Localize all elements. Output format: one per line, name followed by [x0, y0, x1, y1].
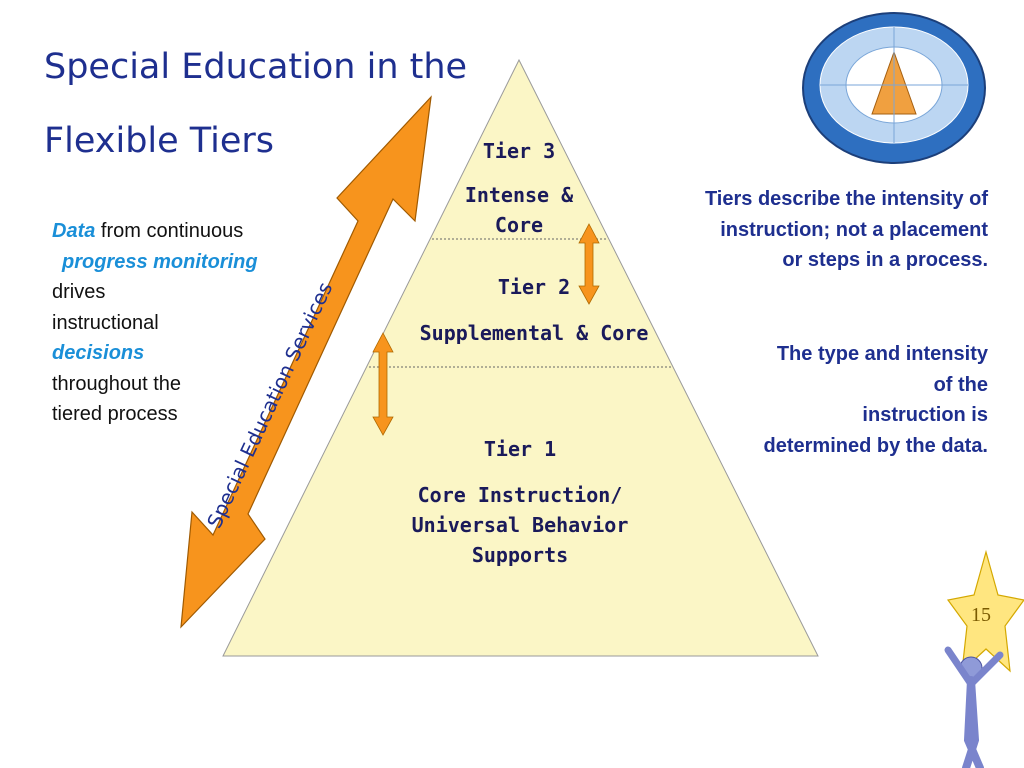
data-determines-line-3: instruction is: [862, 404, 988, 426]
tier-2-3-flex-arrow: [578, 223, 600, 305]
tier-2-name: Tier 2: [497, 275, 571, 299]
tier-3-desc-line-1: Intense &: [464, 183, 574, 207]
note-decisions: decisions: [52, 342, 145, 364]
note-throughout: throughout the: [52, 372, 181, 395]
tier-intensity-note: Tiers describe the intensity of instruct…: [705, 184, 988, 276]
data-determines-line-1: The type and intensity: [776, 343, 988, 365]
tier-1-desc-line-3: Supports: [471, 543, 569, 567]
note-tiered-process: tiered process: [52, 403, 178, 425]
page-number: 15: [971, 604, 991, 626]
tier-intensity-line-2: instruction; not a placement: [720, 218, 988, 241]
tier-1-desc-line-1: Core Instruction/: [417, 483, 623, 507]
tier-pyramid: [222, 58, 819, 657]
tier-1-desc-line-2: Universal Behavior: [411, 513, 629, 537]
tier-intensity-line-1: Tiers describe the intensity of: [704, 188, 988, 210]
slide-title-line-1: Special Education in the: [44, 47, 468, 87]
tier-3-desc-line-2: Core: [494, 213, 544, 237]
tier-2-desc-line-1: Supplemental & Core: [419, 321, 649, 345]
note-from-continuous: from continuous: [95, 220, 244, 242]
slide-title: Special Education in the Flexible Tiers: [44, 30, 514, 178]
blueprint-circle-logo: [802, 12, 986, 164]
tier-intensity-line-3: or steps in a process.: [782, 249, 988, 271]
data-determines-note: The type and intensity of the instructio…: [764, 339, 989, 461]
slide-title-line-2: Flexible Tiers: [44, 121, 274, 161]
special-education-double-arrow: [180, 95, 432, 629]
tier-1-block: Tier 1 Core Instruction/ Universal Behav…: [370, 434, 670, 570]
star-person-icon: [944, 549, 1024, 768]
note-instructional: instructional: [52, 311, 159, 334]
data-determines-line-2: of the: [933, 373, 988, 396]
tier-1-name: Tier 1: [483, 437, 557, 461]
note-drives: drives: [52, 281, 106, 303]
tier-1-2-flex-arrow: [372, 332, 394, 436]
data-driven-note: Data from continuous progress monitoring…: [52, 216, 322, 430]
tier-3-block: Tier 3 Intense & Core: [439, 136, 599, 240]
note-data-word: Data: [52, 220, 96, 242]
note-progress-monitoring: progress monitoring: [62, 250, 258, 273]
tier-3-name: Tier 3: [482, 139, 556, 163]
data-determines-line-4: determined by the data.: [763, 434, 989, 457]
tier-2-block: Tier 2 Supplemental & Core: [384, 272, 684, 348]
